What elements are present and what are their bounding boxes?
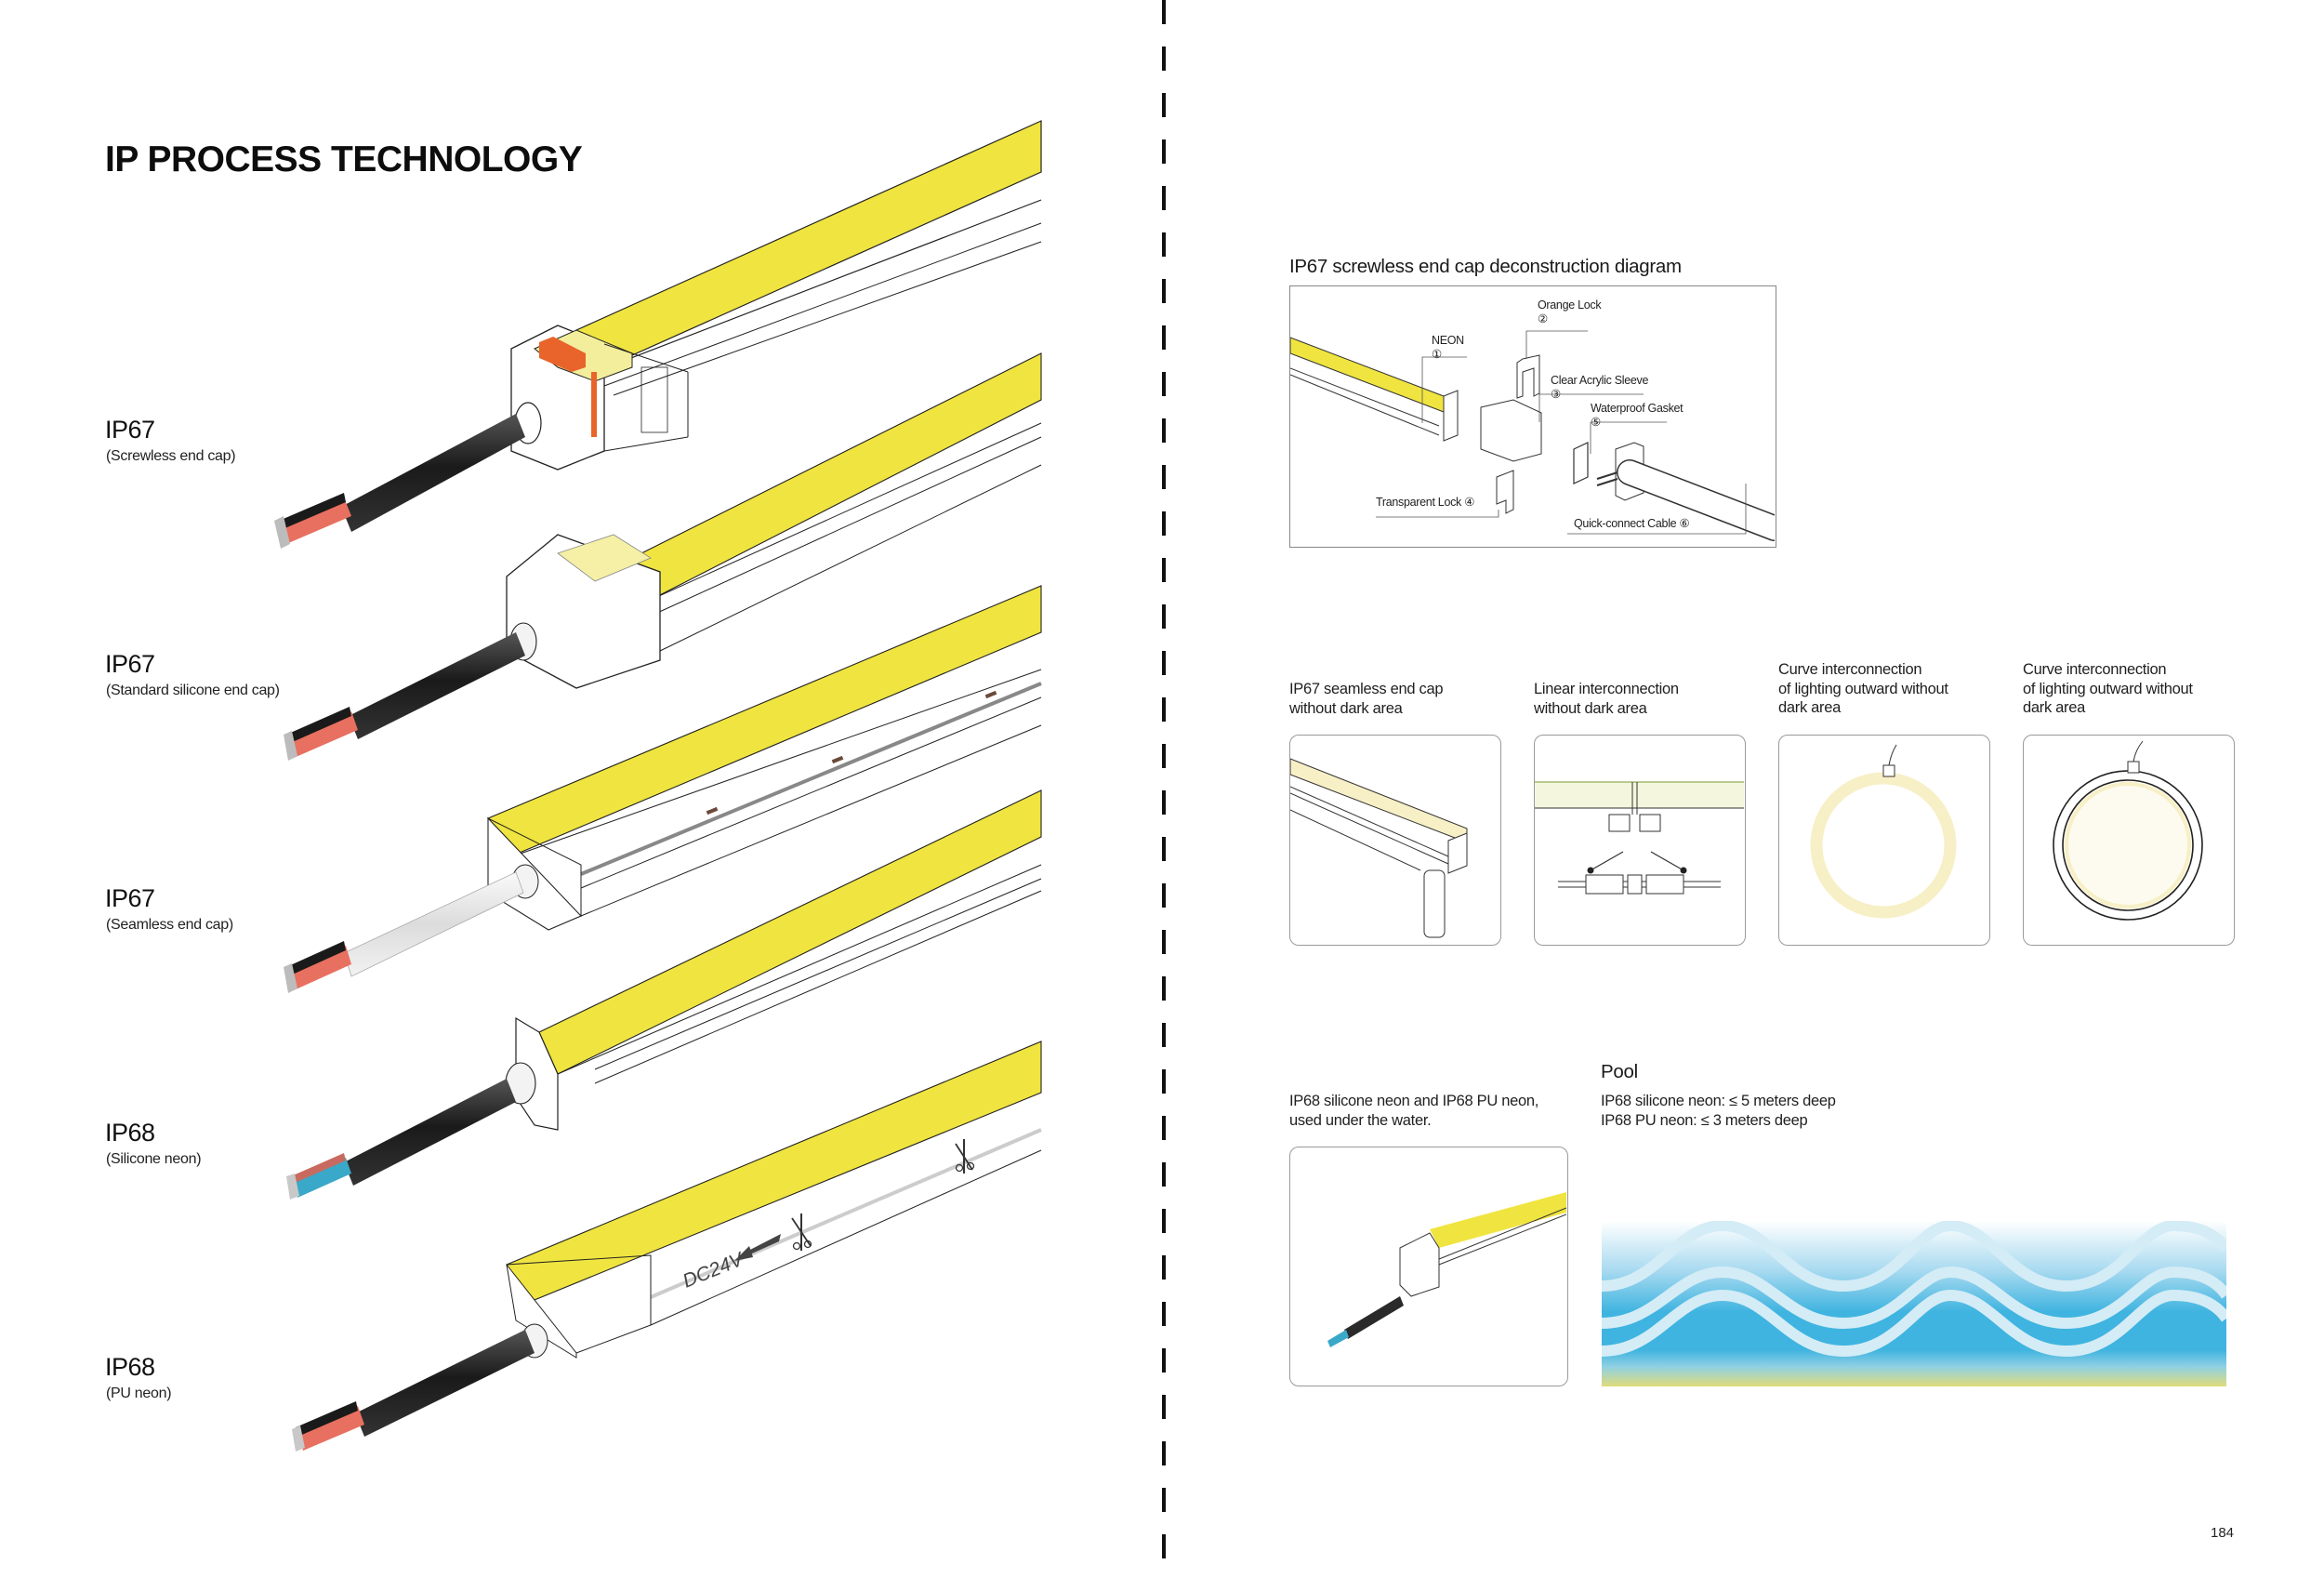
cable: [341, 414, 525, 532]
product-rating: IP67: [105, 650, 155, 678]
feature-panel-linear-interconnection: [1534, 735, 1746, 946]
strip-silicone-end-cap: [284, 352, 1042, 761]
neon-lit-face: [506, 1041, 1042, 1303]
waterproof-gasket: [1573, 442, 1589, 484]
seamless-end-cap-illustration: [1289, 758, 1468, 938]
wave-line: [1602, 1266, 2226, 1330]
scissors-icon: [791, 1213, 812, 1251]
wire-blue: [293, 1158, 351, 1198]
cable: [344, 1079, 516, 1186]
feature-label: Curve interconnection of lighting outwar…: [1778, 661, 1948, 716]
wave-line: [1602, 1221, 2226, 1293]
feature-panel-curve-outlined-ring: [2023, 735, 2235, 946]
strip-seamless-end-cap: [284, 585, 1042, 993]
underwater-neon-illustration: [1327, 1192, 1567, 1347]
cable: [343, 871, 524, 977]
product-rating: IP67: [105, 416, 155, 444]
voltage-marking: DC24V: [680, 1248, 747, 1292]
feature-label: Curve interconnection of lighting outwar…: [2023, 661, 2193, 716]
pool-specs: IP68 silicone neon: ≤ 5 meters deep IP68…: [1601, 1093, 1836, 1129]
cable: [355, 1330, 535, 1437]
orange-lock-icon: [539, 337, 586, 372]
page-divider: [1162, 0, 1166, 1578]
clear-acrylic-sleeve: [1480, 399, 1542, 462]
orange-lock: [1516, 354, 1540, 399]
feature-panel-seamless-end-cap: [1289, 735, 1501, 946]
wave-line: [1602, 1289, 2226, 1358]
deconstruction-title: IP67 screwless end cap deconstruction di…: [1289, 256, 1682, 277]
neon-lit-face: [575, 120, 1042, 373]
product-rating: IP68: [105, 1119, 155, 1147]
feature-panel-curve-glow-ring: [1778, 735, 1990, 946]
pool-title: Pool: [1601, 1061, 1638, 1082]
pool-water-illustration: [1602, 1221, 2226, 1386]
part-label-transparent-lock: Transparent Lock ④: [1376, 496, 1475, 509]
product-description: (Screwless end cap): [106, 448, 236, 464]
linear-interconnection-illustration: [1535, 781, 1744, 895]
page-title: IP PROCESS TECHNOLOGY: [105, 139, 583, 179]
glowing-ring-illustration: [1810, 744, 1957, 919]
neon-lit-face: [631, 352, 1042, 601]
underwater-caption: IP68 silicone neon and IP68 PU neon, use…: [1289, 1093, 1539, 1129]
strip-silicone-neon: [286, 789, 1042, 1200]
part-label-quick-connect-cable: Quick-connect Cable ⑥: [1574, 517, 1690, 530]
transparent-lock: [1496, 470, 1514, 514]
scissors-icon: [955, 1139, 975, 1174]
exploded-view-illustration: [1290, 330, 1775, 541]
feature-label: IP67 seamless end cap without dark area: [1289, 681, 1444, 717]
strip-pu-neon: DC24V: [292, 1041, 1042, 1452]
strip-screwless-end-cap: [274, 120, 1042, 549]
product-description: (PU neon): [106, 1386, 172, 1401]
feature-label: Linear interconnection without dark area: [1534, 681, 1679, 717]
arrow-left-icon: [744, 1234, 781, 1257]
product-description: (Seamless end cap): [106, 917, 233, 933]
neon-strip-illustrations: DC24V: [274, 120, 1042, 1452]
product-rating: IP67: [105, 884, 155, 912]
outlined-ring-illustration: [2053, 740, 2203, 921]
product-description: (Silicone neon): [106, 1151, 202, 1167]
wire-red: [281, 497, 351, 544]
neon-lit-face: [538, 789, 1042, 1075]
product-rating: IP68: [105, 1353, 155, 1381]
page-number: 184: [2211, 1525, 2235, 1541]
underwater-neon-panel: [1289, 1147, 1568, 1386]
cable: [349, 632, 525, 739]
product-description: (Standard silicone end cap): [106, 683, 280, 698]
